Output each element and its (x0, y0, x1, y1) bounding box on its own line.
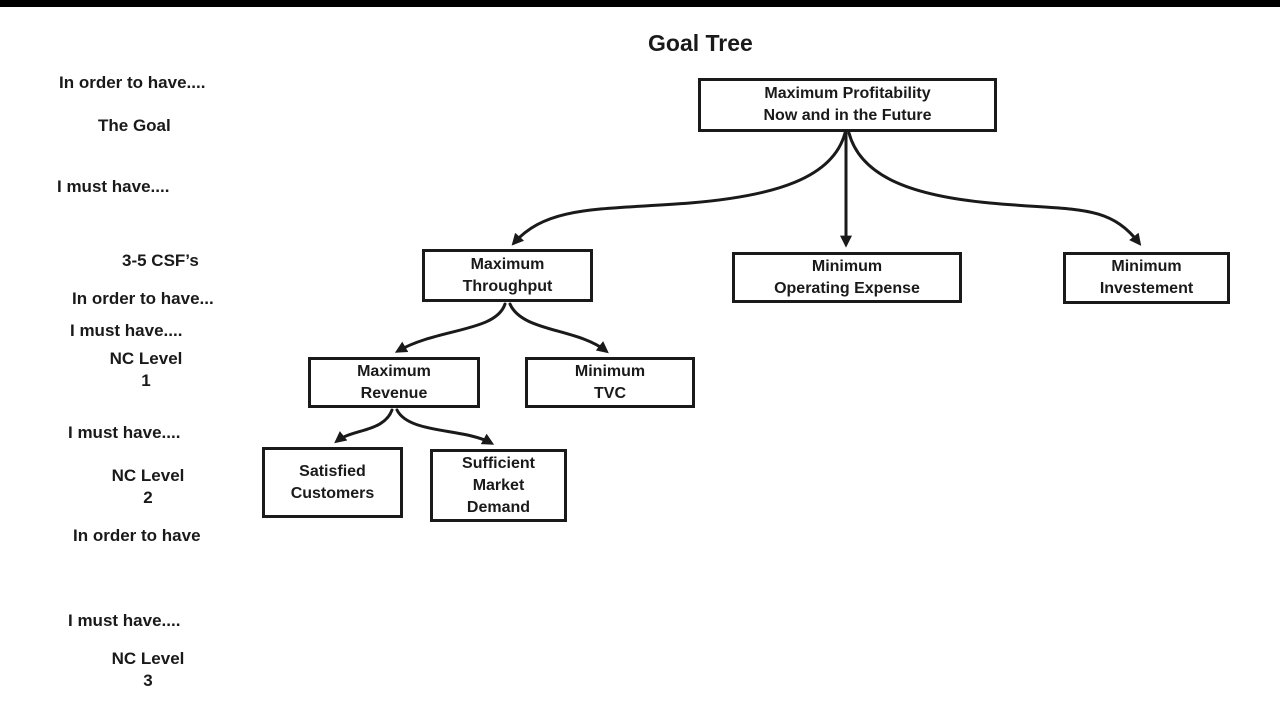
side-label-3-5-csfs: 3-5 CSF’s (122, 251, 199, 270)
node-maximum-throughput: Maximum Throughput (422, 249, 593, 302)
side-label-i-must-have-1: I must have.... (57, 177, 170, 196)
side-label-in-order-to-have-2: In order to have... (72, 289, 214, 308)
node-minimum-investment: Minimum Investement (1063, 252, 1230, 304)
diagram-title: Goal Tree (648, 30, 753, 56)
node-minimum-tvc: Minimum TVC (525, 357, 695, 408)
node-sufficient-market-demand: Sufficient Market Demand (430, 449, 567, 522)
edge-goal-to-throughput (511, 131, 847, 246)
node-minimum-operating-expense: Minimum Operating Expense (732, 252, 962, 303)
side-label-i-must-have-2: I must have.... (70, 321, 183, 340)
node-maximum-revenue: Maximum Revenue (308, 357, 480, 408)
edge-revenue-to-market-demand (395, 408, 495, 445)
top-border-bar (0, 0, 1280, 7)
side-label-nc-level-3: NC Level 3 (111, 649, 185, 690)
node-maximum-profitability: Maximum Profitability Now and in the Fut… (698, 78, 997, 132)
side-label-nc-level-2: NC Level 2 (111, 466, 185, 507)
edge-throughput-to-tvc (508, 302, 609, 354)
side-label-in-order-to-have-1: In order to have.... (59, 73, 206, 92)
side-label-i-must-have-4: I must have.... (68, 611, 181, 630)
side-label-i-must-have-3: I must have.... (68, 423, 181, 442)
side-label-the-goal: The Goal (98, 116, 171, 135)
edge-throughput-to-revenue (394, 302, 507, 353)
edge-revenue-to-satisfied-customers (334, 408, 394, 444)
edge-goal-to-investment (847, 131, 1142, 246)
node-satisfied-customers: Satisfied Customers (262, 447, 403, 518)
side-label-nc-level-1: NC Level 1 (109, 349, 183, 390)
side-label-in-order-to-have-3: In order to have (73, 526, 201, 545)
